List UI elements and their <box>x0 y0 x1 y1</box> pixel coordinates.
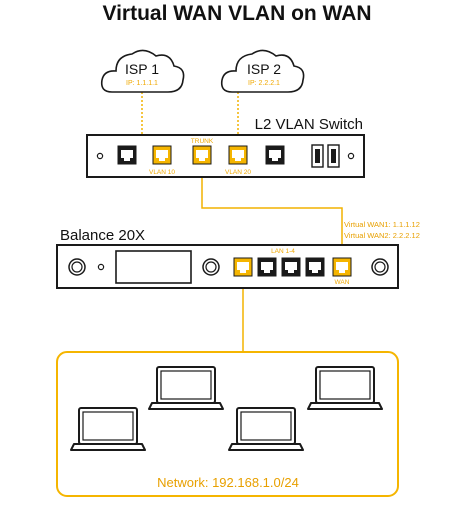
knob-icon <box>202 258 220 276</box>
l2-vlan-switch: TRUNK VLAN 10 VLAN 20 <box>86 134 365 178</box>
network-label: Network: 192.168.1.0/24 <box>157 475 299 490</box>
knob-icon <box>68 258 86 276</box>
lan-ports-label: LAN 1-4 <box>271 248 295 255</box>
isp2-name: ISP 2 <box>247 61 281 77</box>
diagram-title: Virtual WAN VLAN on WAN <box>102 2 371 25</box>
vlan20-port-icon <box>228 145 248 165</box>
laptop-icon <box>307 366 383 410</box>
trunk-port-icon <box>192 145 212 165</box>
screw-icon <box>97 263 105 271</box>
lcd-display <box>115 250 192 284</box>
laptop-icon <box>148 366 224 410</box>
vlan10-port-label: VLAN 10 <box>149 169 175 176</box>
isp1-name: ISP 1 <box>125 61 159 77</box>
isp1-cloud: ISP 1 IP: 1.1.1.1 <box>100 49 185 93</box>
balance-20x-router: LAN 1-4 WAN <box>56 244 399 289</box>
isp2-cloud: ISP 2 IP: 2.2.2.1 <box>220 49 305 93</box>
trunk-to-wan-line <box>201 160 343 262</box>
switch-label: L2 VLAN Switch <box>255 116 363 133</box>
screw-icon <box>347 152 355 160</box>
lan-port-orange-icon <box>233 257 253 277</box>
balance-label: Balance 20X <box>60 227 145 244</box>
laptop-icon <box>228 407 304 451</box>
virtual-wan1-label: Virtual WAN1: 1.1.1.12 <box>344 220 420 229</box>
ethernet-port-icon <box>265 145 285 165</box>
network-box: Network: 192.168.1.0/24 <box>56 351 399 497</box>
lan-port-icon <box>257 257 277 277</box>
lan-port-icon <box>281 257 301 277</box>
vlan10-port-icon <box>152 145 172 165</box>
sfp-port-icon <box>327 144 340 168</box>
wan-port-icon <box>332 257 352 277</box>
lan-port-icon <box>305 257 325 277</box>
ethernet-port-icon <box>117 145 137 165</box>
isp2-ip: IP: 2.2.2.1 <box>248 80 280 87</box>
virtual-wan2-label: Virtual WAN2: 2.2.2.12 <box>344 231 420 240</box>
wan-port-label: WAN <box>335 279 350 286</box>
laptop-icon <box>70 407 146 451</box>
sfp-port-icon <box>311 144 324 168</box>
vlan20-port-label: VLAN 20 <box>225 169 251 176</box>
isp1-ip: IP: 1.1.1.1 <box>126 80 158 87</box>
screw-icon <box>96 152 104 160</box>
trunk-port-label: TRUNK <box>191 138 214 145</box>
knob-icon <box>371 258 389 276</box>
